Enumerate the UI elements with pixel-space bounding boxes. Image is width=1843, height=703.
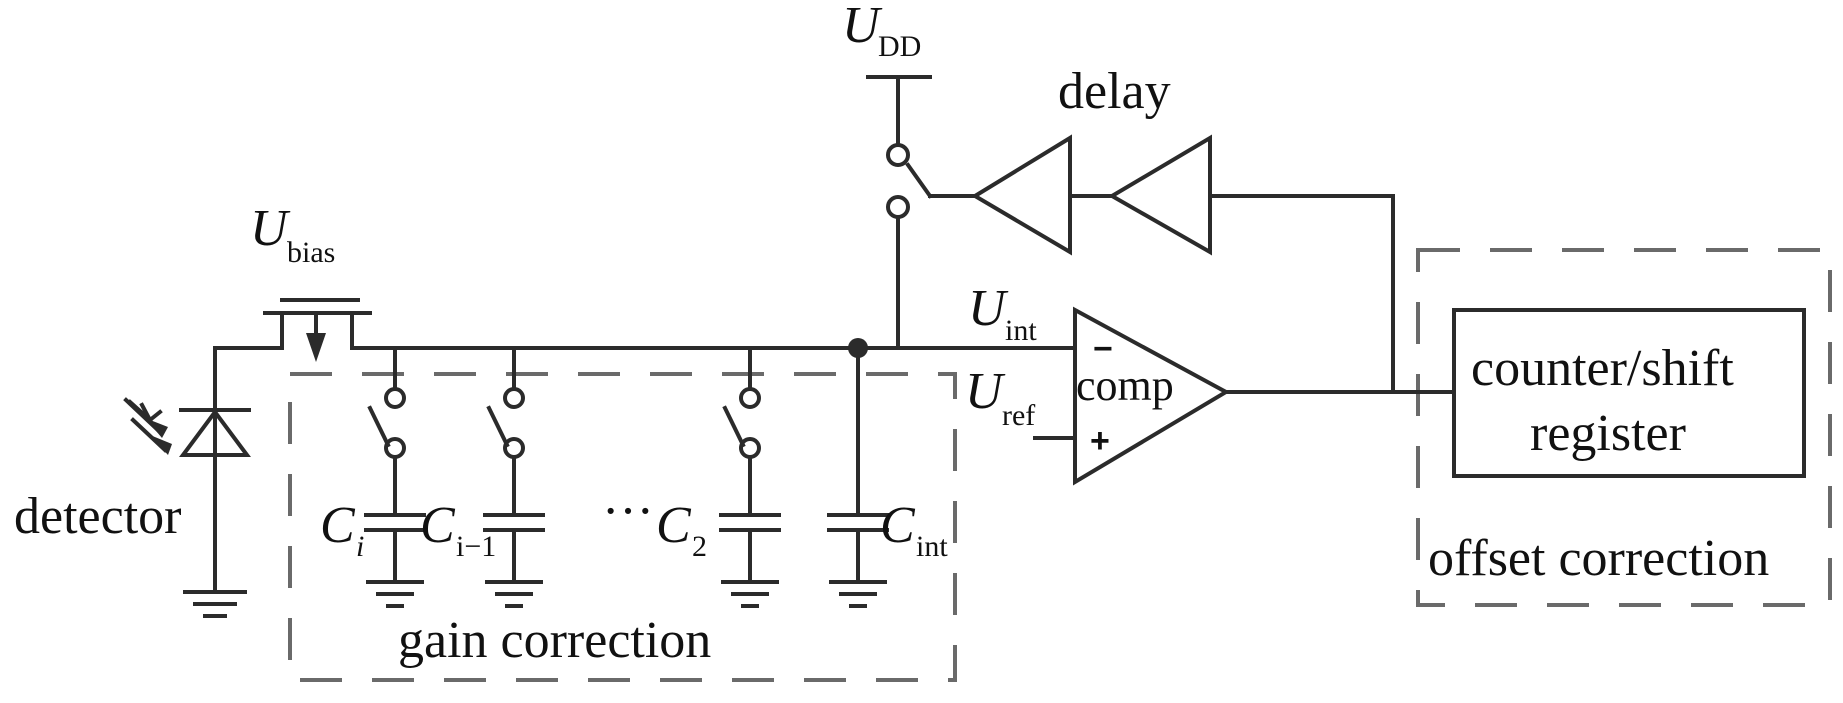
ci-label: C [320,497,356,554]
comparator-minus-sign: − [1093,330,1113,368]
capacitor-branch-c2 [719,346,781,608]
ci-1-label: C [420,497,456,554]
photodiode-detector [123,346,284,618]
c2-subscript: 2 [692,530,707,563]
delay-label: delay [1058,63,1171,120]
capacitor-branch-cint [827,346,889,608]
capacitor-branch-ci-1 [483,346,545,608]
ubias-subscript: bias [287,236,335,269]
ci-1-subscript: i−1 [456,530,496,563]
uint-subscript: int [1005,314,1037,347]
detector-label: detector [14,488,181,545]
cint-subscript: int [916,530,948,563]
ubias-label: U [250,200,291,257]
offset-correction-label: offset correction [1428,530,1769,587]
detector-ground-icon [183,590,247,618]
ellipsis-label: ··· [602,483,654,540]
light-arrows-icon [123,397,172,455]
udd-label: U [842,0,883,54]
gain-correction-label: gain correction [398,612,711,669]
bias-transistor [263,298,372,362]
counter-shift-register-box [1452,308,1806,478]
transistor-arrow-icon [306,333,326,362]
delay-buffers [971,134,1395,394]
gain-correction-region [288,372,957,682]
uref-label: U [965,363,1006,420]
capacitor-branch-ci [364,346,426,608]
counter-label-line1: counter/shift [1471,340,1734,397]
offset-correction-region [1416,248,1832,607]
ci-subscript: i [356,530,364,563]
counter-label-line2: register [1530,405,1686,462]
udd-subscript: DD [878,30,921,63]
uref-subscript: ref [1002,399,1035,432]
comparator-label: comp [1076,361,1174,410]
cint-label: C [880,497,916,554]
comparator [1033,306,1456,486]
comparator-plus-sign: + [1090,422,1110,460]
c2-label: C [656,497,692,554]
uint-label: U [968,280,1009,337]
udd-reset-switch [866,75,977,350]
